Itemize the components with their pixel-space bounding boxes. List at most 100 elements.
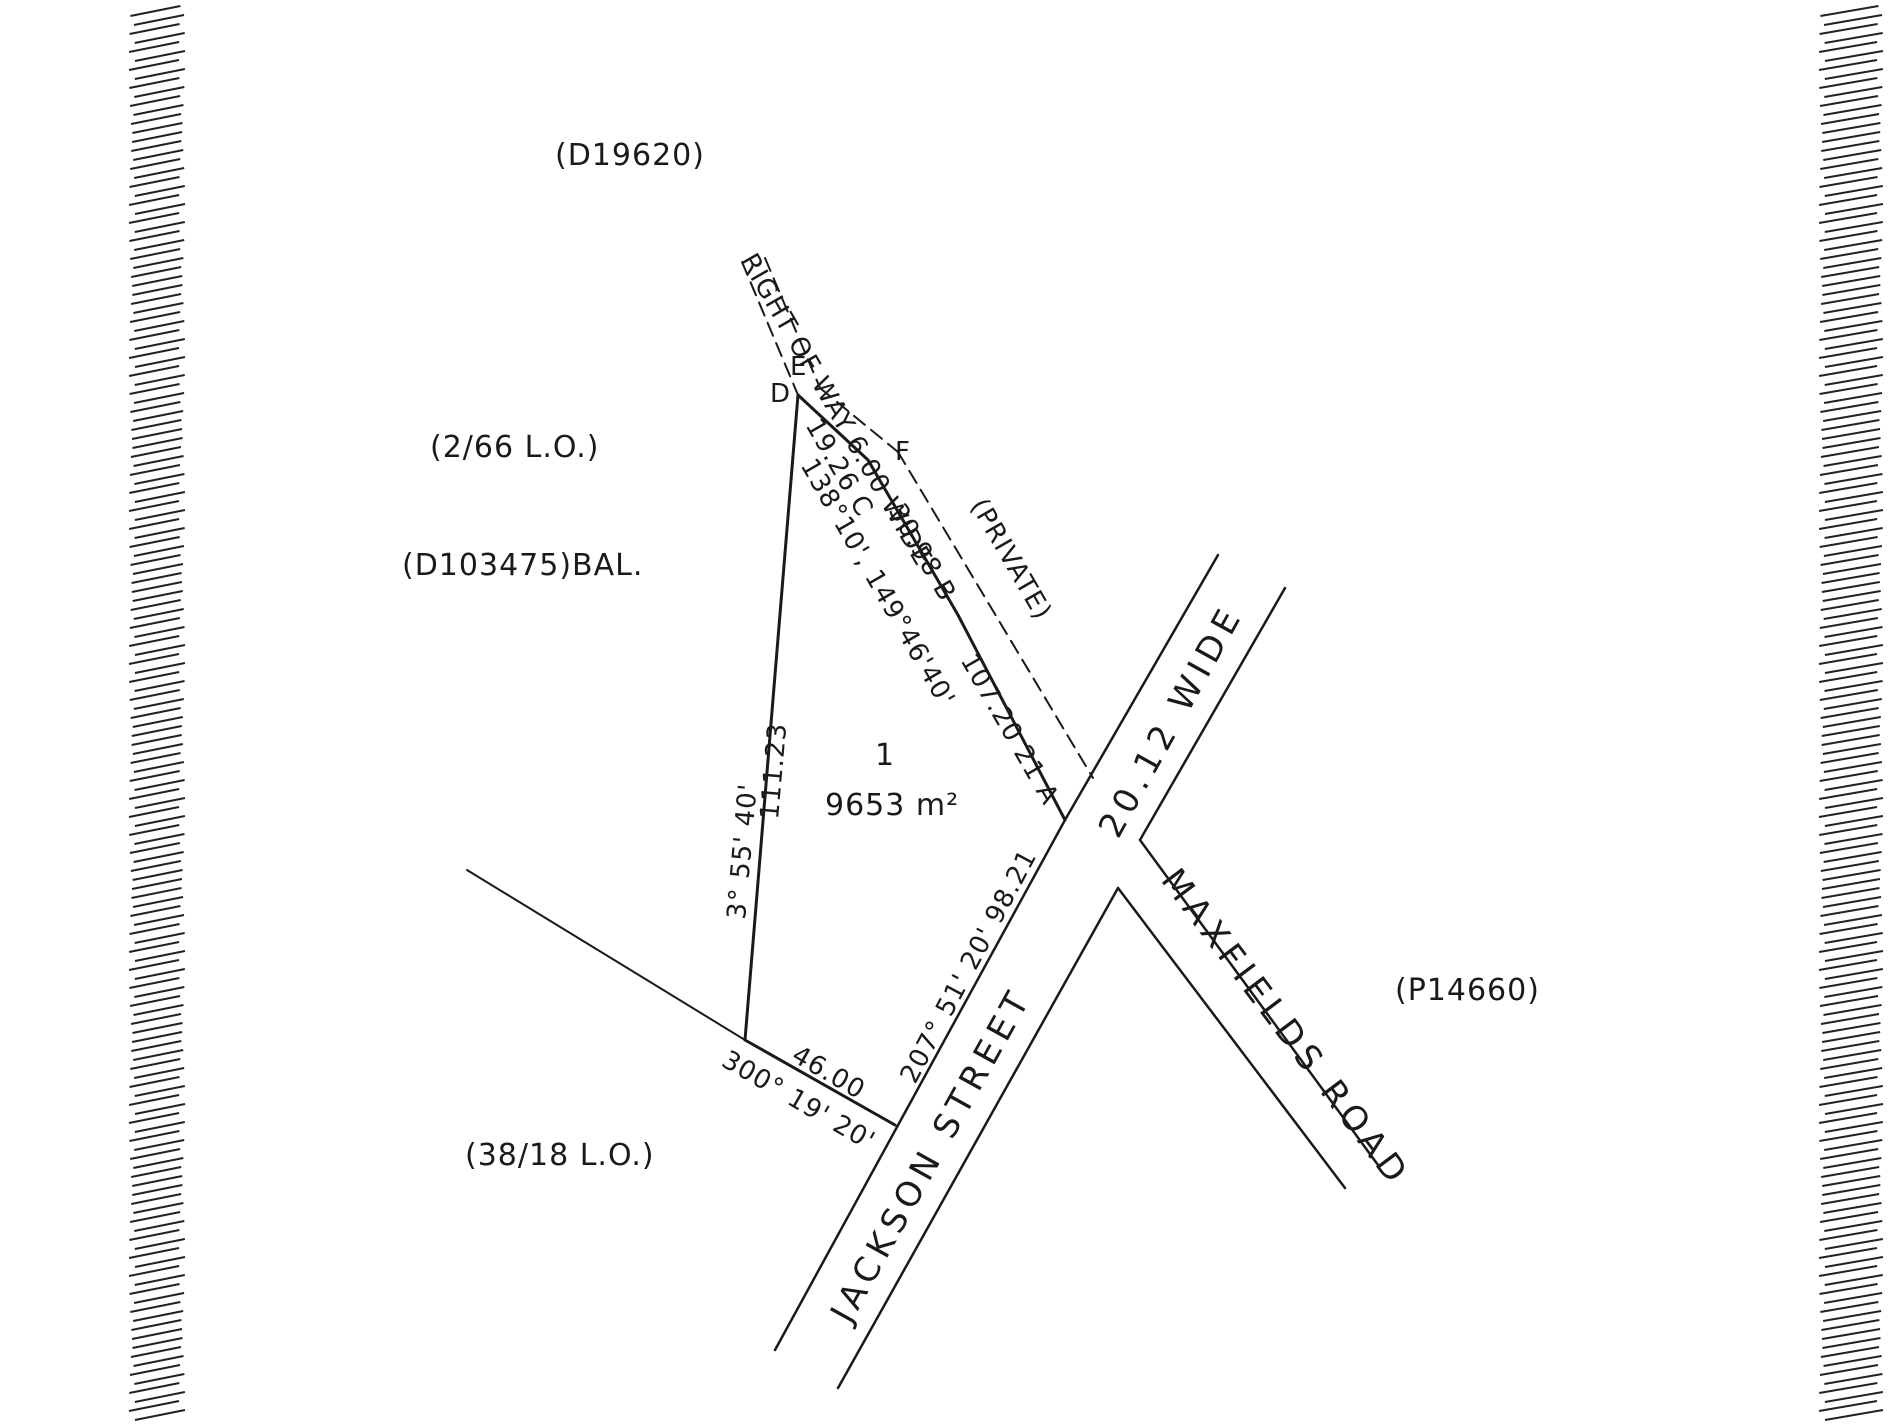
hatch-mark — [1823, 257, 1882, 269]
hatch-mark — [1819, 23, 1878, 35]
hatch-mark — [1818, 1247, 1878, 1259]
hatch-mark — [1824, 338, 1884, 350]
hatch-mark — [128, 518, 180, 530]
hatch-mark — [133, 1049, 184, 1061]
hatch-mark — [1819, 482, 1878, 494]
hatch-mark — [1822, 563, 1882, 575]
hatch-mark — [129, 1148, 181, 1160]
hatch-mark — [1818, 194, 1878, 206]
hatch-mark — [128, 806, 180, 818]
hatch-mark — [129, 482, 180, 494]
hatch-mark — [1821, 581, 1881, 593]
hatch-mark — [132, 284, 183, 296]
hatch-mark — [1821, 887, 1880, 899]
hatch-mark — [129, 617, 181, 629]
hatch-mark — [128, 671, 180, 683]
hatch-mark — [130, 1013, 182, 1025]
maxfields-road-lines — [1116, 838, 1380, 1190]
hatch-mark — [1823, 851, 1882, 863]
hatch-mark — [134, 950, 186, 962]
hatch-mark — [129, 1283, 180, 1295]
hatch-mark — [129, 689, 180, 701]
hatch-mark — [1820, 248, 1879, 260]
hatch-mark — [1821, 1031, 1881, 1043]
hatch-mark — [132, 1337, 183, 1349]
hatch-mark — [1822, 1022, 1881, 1034]
hatch-mark — [134, 203, 186, 215]
hatch-mark — [1824, 473, 1883, 485]
hatch-mark — [1824, 1373, 1883, 1385]
hatch-mark — [1820, 1058, 1879, 1070]
hatch-mark — [128, 788, 180, 800]
hatch-mark — [129, 1364, 181, 1376]
hatch-mark — [133, 608, 184, 620]
hatch-mark — [1818, 212, 1878, 224]
hatch-mark — [1824, 509, 1884, 521]
hatch-mark — [134, 797, 186, 809]
hatch-mark — [1822, 743, 1882, 755]
hatch-mark — [133, 302, 184, 314]
hatch-mark — [134, 1085, 185, 1097]
hatch-mark — [1821, 140, 1880, 152]
hatch-mark — [132, 896, 184, 908]
hatch-mark — [1818, 1265, 1878, 1277]
hatch-mark — [1822, 437, 1881, 449]
hatch-mark — [129, 230, 180, 242]
hatch-mark — [134, 374, 185, 386]
left-hatch-margin — [128, 5, 186, 1421]
hatch-mark — [130, 599, 181, 611]
hatch-mark — [128, 959, 180, 971]
south-west-extension — [466, 869, 746, 1041]
hatch-mark — [134, 626, 185, 638]
hatch-mark — [132, 1022, 183, 1034]
hatch-mark — [134, 1220, 185, 1232]
hatch-mark — [1824, 1238, 1884, 1250]
hatch-mark — [131, 1166, 182, 1178]
maxfields-road-label: MAXFIELDS ROAD — [1153, 861, 1418, 1195]
parcel-west-mid: (D103475)BAL. — [402, 548, 643, 583]
hatch-mark — [130, 1301, 181, 1313]
hatch-mark — [1823, 1049, 1882, 1061]
hatch-mark — [128, 59, 180, 71]
hatch-mark — [134, 239, 185, 251]
hatch-mark — [1823, 104, 1882, 116]
hatch-mark — [1822, 1175, 1881, 1187]
hatch-mark — [130, 446, 182, 458]
hatch-mark — [132, 275, 183, 287]
hatch-mark — [1821, 428, 1881, 440]
hatch-mark — [129, 329, 180, 341]
hatch-mark — [133, 1157, 184, 1169]
hatch-mark — [129, 824, 180, 836]
hatch-mark — [133, 914, 185, 926]
parcel-north: (D19620) — [555, 138, 705, 173]
hatch-mark — [1819, 923, 1878, 935]
hatch-mark — [1824, 221, 1883, 233]
hatch-mark — [1824, 644, 1884, 656]
hatch-mark — [1820, 707, 1879, 719]
hatch-mark — [1823, 302, 1882, 314]
hatch-mark — [1823, 1067, 1883, 1079]
hatch-mark — [1824, 320, 1883, 332]
hatch-mark — [1824, 356, 1884, 368]
lot-number: 1 — [875, 738, 895, 773]
hatch-mark — [1821, 878, 1881, 890]
hatch-mark — [1818, 518, 1878, 530]
hatch-mark — [1824, 32, 1883, 44]
hatch-mark — [1819, 1283, 1878, 1295]
hatch-mark — [131, 572, 182, 584]
right-hatch-margin — [1818, 5, 1884, 1421]
hatch-mark — [1820, 446, 1880, 458]
hatch-mark — [128, 941, 180, 953]
hatch-mark — [1820, 752, 1879, 764]
hatch-mark — [130, 905, 181, 917]
hatch-mark — [129, 977, 180, 989]
hatch-mark — [1819, 671, 1878, 683]
jackson-street-lines — [773, 553, 1287, 1390]
hatch-mark — [129, 1076, 180, 1088]
hatch-mark — [132, 716, 183, 728]
hatch-mark — [1819, 617, 1879, 629]
hatch-mark — [1823, 914, 1883, 926]
hatch-mark — [131, 419, 182, 431]
hatch-mark — [1818, 941, 1878, 953]
hatch-mark — [129, 536, 180, 548]
